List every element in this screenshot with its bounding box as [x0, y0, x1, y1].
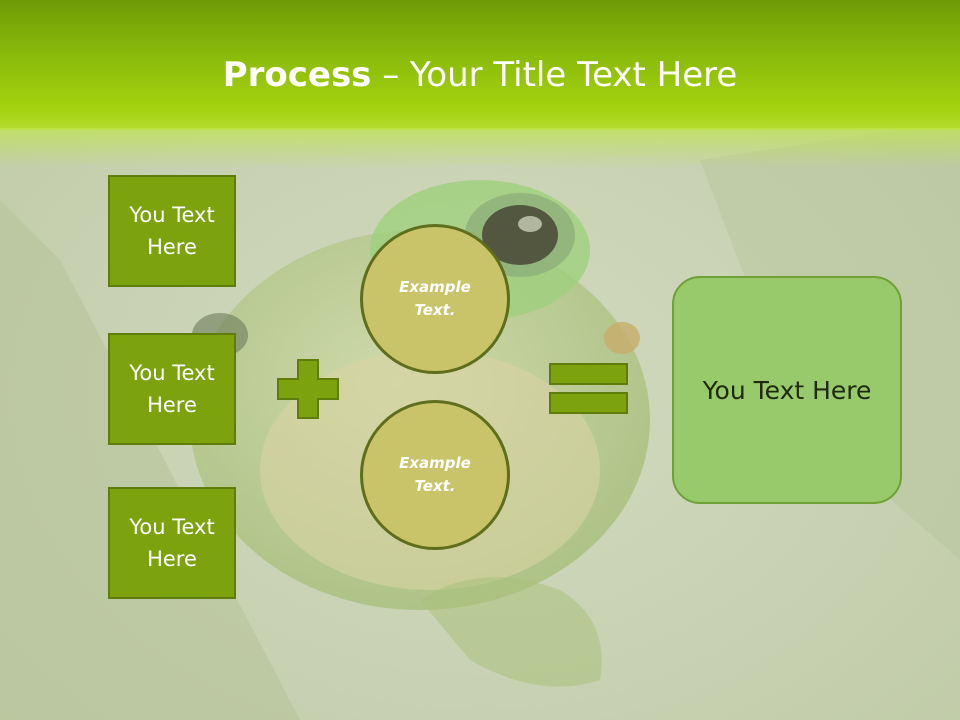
- input-box-label: You Text Here: [129, 203, 215, 259]
- plus-icon: [277, 359, 339, 419]
- result-box: You Text Here: [672, 276, 902, 504]
- equals-icon: [549, 363, 628, 414]
- result-label: You Text Here: [702, 375, 872, 405]
- header-band: [0, 0, 960, 130]
- input-box-label: You Text Here: [129, 361, 215, 417]
- title-bold: Process: [222, 55, 372, 95]
- circle-label: Example Text.: [399, 454, 471, 495]
- example-circle-2: Example Text.: [360, 400, 510, 550]
- input-box-2: You Text Here: [108, 333, 236, 445]
- input-box-1: You Text Here: [108, 175, 236, 287]
- input-box-label: You Text Here: [129, 515, 215, 571]
- title-rest: – Your Title Text Here: [371, 55, 738, 95]
- circle-label: Example Text.: [399, 278, 471, 319]
- slide-title: Process – Your Title Text Here: [0, 50, 960, 100]
- header-glow: [0, 128, 960, 168]
- input-box-3: You Text Here: [108, 487, 236, 599]
- example-circle-1: Example Text.: [360, 224, 510, 374]
